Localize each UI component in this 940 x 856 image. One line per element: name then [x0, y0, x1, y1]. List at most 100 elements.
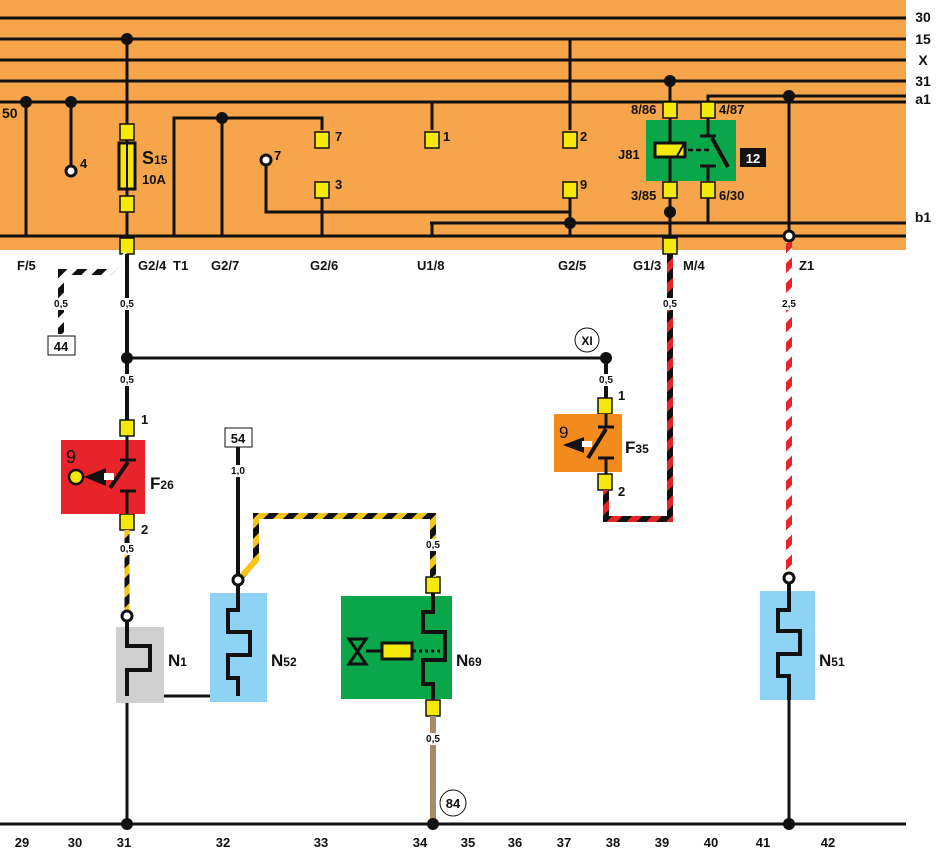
connectors — [119, 101, 716, 717]
f35-label: F35 — [625, 438, 649, 457]
c84-text: 84 — [446, 796, 461, 811]
relay-name: J81 — [618, 147, 640, 162]
fuse-label: S15 — [142, 148, 168, 168]
external-wires — [0, 242, 906, 826]
rail-label-b1: b1 — [915, 209, 932, 225]
pin-label-1: 1 — [443, 129, 450, 144]
g26-pin7-connector — [314, 131, 330, 149]
external-junctions — [121, 352, 795, 830]
f26-pin2: 2 — [141, 522, 148, 537]
heater-n1: N1 — [116, 621, 187, 703]
ref-box-44: 44 — [47, 335, 76, 356]
g25-pin9-connector — [562, 181, 578, 199]
pin-label-4: 4 — [80, 156, 88, 171]
wire-m4-f35 — [603, 254, 673, 522]
terminal-m4: M/4 — [683, 258, 705, 273]
grid-38: 38 — [606, 835, 620, 850]
relay-3-85-connector — [662, 181, 678, 199]
size-g24-top: 0,5 — [120, 299, 134, 310]
grid-34: 34 — [413, 835, 428, 850]
relay-position-badge — [740, 148, 766, 167]
f35-symbol: 9 — [559, 423, 568, 442]
terminal-g25: G2/5 — [558, 258, 586, 273]
n69-label: N69 — [456, 651, 482, 670]
heater-n69: N69 — [341, 593, 482, 700]
n52-label: N52 — [271, 651, 297, 670]
n1-label: N1 — [168, 651, 187, 670]
size-m4: 0,5 — [663, 299, 677, 310]
size-f35-in: 0,5 — [599, 375, 613, 386]
ref-44-text: 44 — [54, 339, 69, 354]
xi-text: XI — [581, 334, 592, 348]
wire-size-labels: 0,5 0,5 0,5 0,5 1,0 0,5 0,5 0,5 0,5 2,5 — [52, 298, 798, 745]
ref-box-54: 54 — [224, 427, 253, 448]
relay-8-86-connector — [662, 101, 678, 119]
grid-29: 29 — [15, 835, 29, 850]
circle-xi: XI — [574, 327, 600, 353]
fuse-top-connector — [119, 123, 135, 141]
junction-dots — [20, 33, 795, 229]
relay-pin-8-86: 8/86 — [631, 102, 656, 117]
pin-label-2: 2 — [580, 129, 587, 144]
grid-42: 42 — [821, 835, 835, 850]
f35-pin2: 2 — [618, 484, 625, 499]
fuse-s15: S15 10A — [117, 141, 168, 191]
grid-40: 40 — [704, 835, 718, 850]
terminal-z1: Z1 — [799, 258, 814, 273]
circle-84: 84 — [439, 789, 467, 817]
g25-pin2-connector — [562, 131, 578, 149]
f35-pin2-connector — [597, 473, 613, 491]
terminal-g24: G2/4 — [138, 258, 167, 273]
panel-terminal-labels: F/5 G2/4 T1 G2/7 G2/6 U1/8 G2/5 G1/3 M/4… — [17, 258, 814, 273]
rail-label-30: 30 — [915, 9, 931, 25]
terminal-t1: T1 — [173, 258, 188, 273]
grid-39: 39 — [655, 835, 669, 850]
grid-33: 33 — [314, 835, 328, 850]
rail-label-x: X — [918, 52, 928, 68]
f26-label: F26 — [150, 474, 174, 493]
grid-31: 31 — [117, 835, 131, 850]
relay-j81: 12 J81 8/86 4/87 3/85 6/30 — [618, 102, 766, 203]
size-z1: 2,5 — [782, 299, 796, 310]
g26-pin3-connector — [314, 181, 330, 199]
grid-35: 35 — [461, 835, 475, 850]
terminal-u18: U1/8 — [417, 258, 444, 273]
n51-label: N51 — [819, 651, 845, 670]
rail-label-15: 15 — [915, 31, 931, 47]
relay-6-30-connector — [700, 181, 716, 199]
pin-label-7-left: 7 — [274, 148, 281, 163]
size-f26-out: 0,5 — [120, 544, 134, 555]
heater-n51: N51 — [760, 583, 845, 700]
size-44: 0,5 — [54, 299, 68, 310]
terminal-g26: G2/6 — [310, 258, 338, 273]
grid-numbers: 29 30 31 32 33 34 35 36 37 38 39 40 41 4… — [15, 835, 835, 850]
grid-41: 41 — [756, 835, 770, 850]
grid-36: 36 — [508, 835, 522, 850]
relay-pin-4-87: 4/87 — [719, 102, 744, 117]
g24-connector — [119, 237, 135, 255]
size-g24-mid: 0,5 — [120, 375, 134, 386]
terminal-f5: F/5 — [17, 258, 36, 273]
f26-pin1: 1 — [141, 412, 148, 427]
relay-pin-6-30: 6/30 — [719, 188, 744, 203]
open-pins — [64, 153, 273, 178]
switch-f26: 9 F26 1 2 — [61, 412, 174, 537]
fuse-rating: 10A — [142, 172, 166, 187]
g13-connector — [662, 237, 678, 255]
grid-37: 37 — [557, 835, 571, 850]
wire-44 — [58, 251, 130, 334]
ref-54-text: 54 — [231, 431, 246, 446]
size-n69-in: 0,5 — [426, 540, 440, 551]
size-54: 1,0 — [231, 466, 245, 477]
pin-label-3: 3 — [335, 177, 342, 192]
wire-n52-n69 — [239, 513, 436, 578]
fuse-bottom-connector — [119, 195, 135, 213]
relay-badge-text: 12 — [746, 151, 760, 166]
u18-pin1-connector — [424, 131, 440, 149]
size-n69-out: 0,5 — [426, 734, 440, 745]
terminal-g27: G2/7 — [211, 258, 239, 273]
relay-pin-3-85: 3/85 — [631, 188, 656, 203]
f26-pin1-connector — [119, 419, 135, 437]
f26-symbol: 9 — [66, 447, 76, 467]
pin-label-9: 9 — [580, 177, 587, 192]
